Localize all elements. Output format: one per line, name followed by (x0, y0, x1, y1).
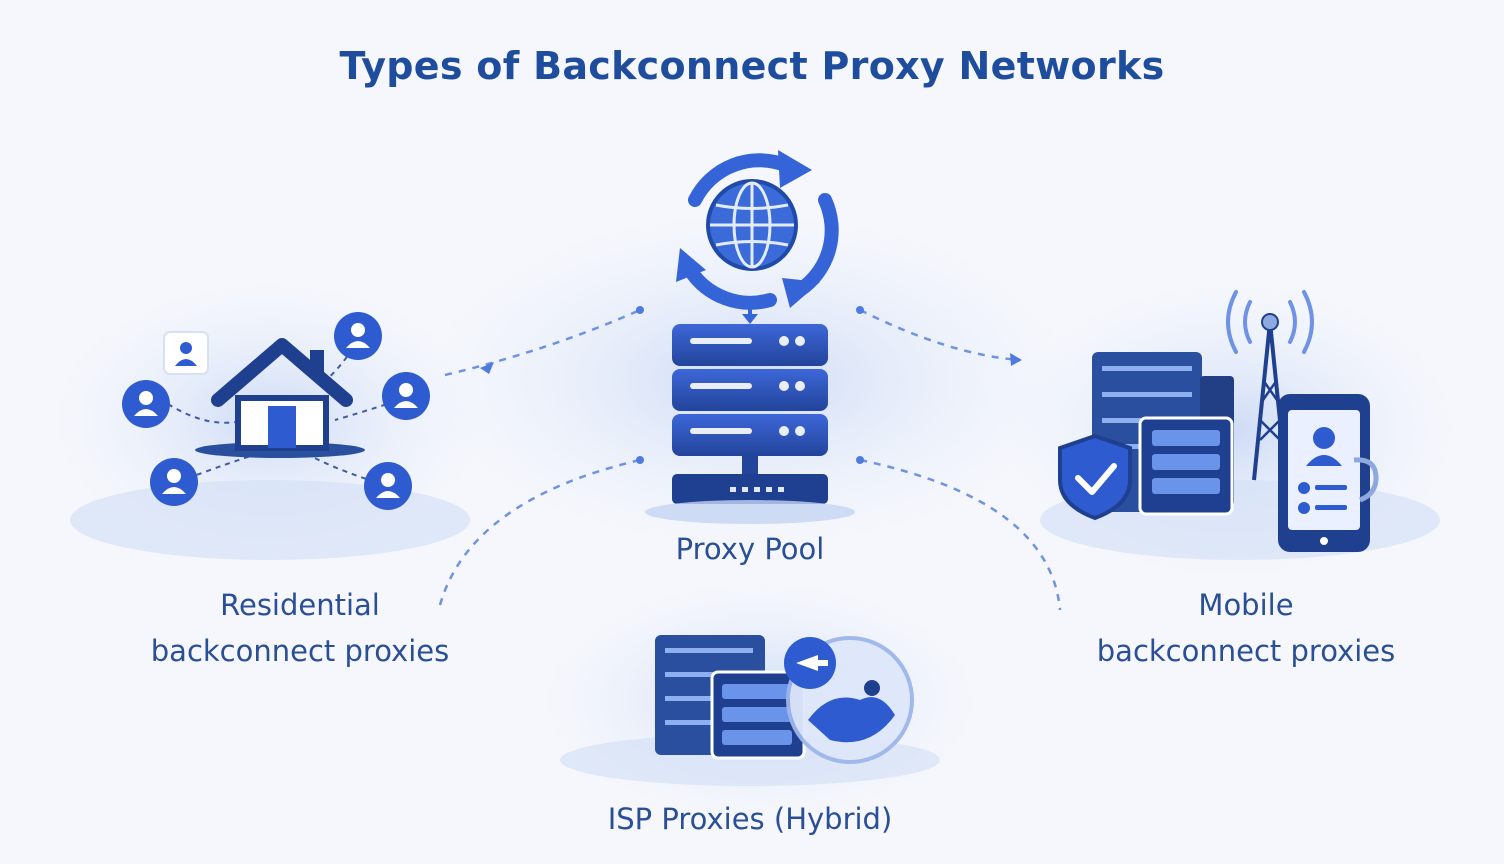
connector-left-bottom (438, 458, 641, 606)
residential-network-icon (122, 312, 430, 510)
page-title: Types of Backconnect Proxy Networks (339, 44, 1165, 88)
residential-label: Residential backconnect proxies (100, 582, 500, 674)
proxy-pool-label: Proxy Pool (675, 532, 825, 566)
proxy-pool-server-icon (645, 324, 855, 524)
mobile-label-line1: Mobile (1198, 588, 1294, 622)
mobile-label: Mobile backconnect proxies (1046, 582, 1446, 674)
connector-right-bottom (859, 458, 1062, 611)
isp-hybrid-icon (655, 635, 914, 764)
mobile-network-icon (1058, 290, 1379, 552)
user-avatars (122, 312, 430, 510)
residential-label-line2: backconnect proxies (150, 634, 450, 668)
rotation-arrowheads (676, 150, 820, 308)
house-icon (211, 338, 353, 451)
down-arrow-icon (742, 300, 758, 324)
isp-hybrid-label: ISP Proxies (Hybrid) (607, 802, 893, 836)
smartphone-icon (1278, 394, 1379, 552)
user-avatar-icon (163, 331, 209, 375)
cell-tower-icon (1226, 290, 1314, 481)
mobile-label-line2: backconnect proxies (1096, 634, 1396, 668)
connector-dots (480, 306, 1022, 464)
network-plug-icon (784, 637, 836, 689)
shield-check-icon (1058, 433, 1132, 521)
residential-label-line1: Residential (220, 588, 380, 622)
connectors (438, 308, 1062, 611)
globe-icon (706, 179, 798, 271)
